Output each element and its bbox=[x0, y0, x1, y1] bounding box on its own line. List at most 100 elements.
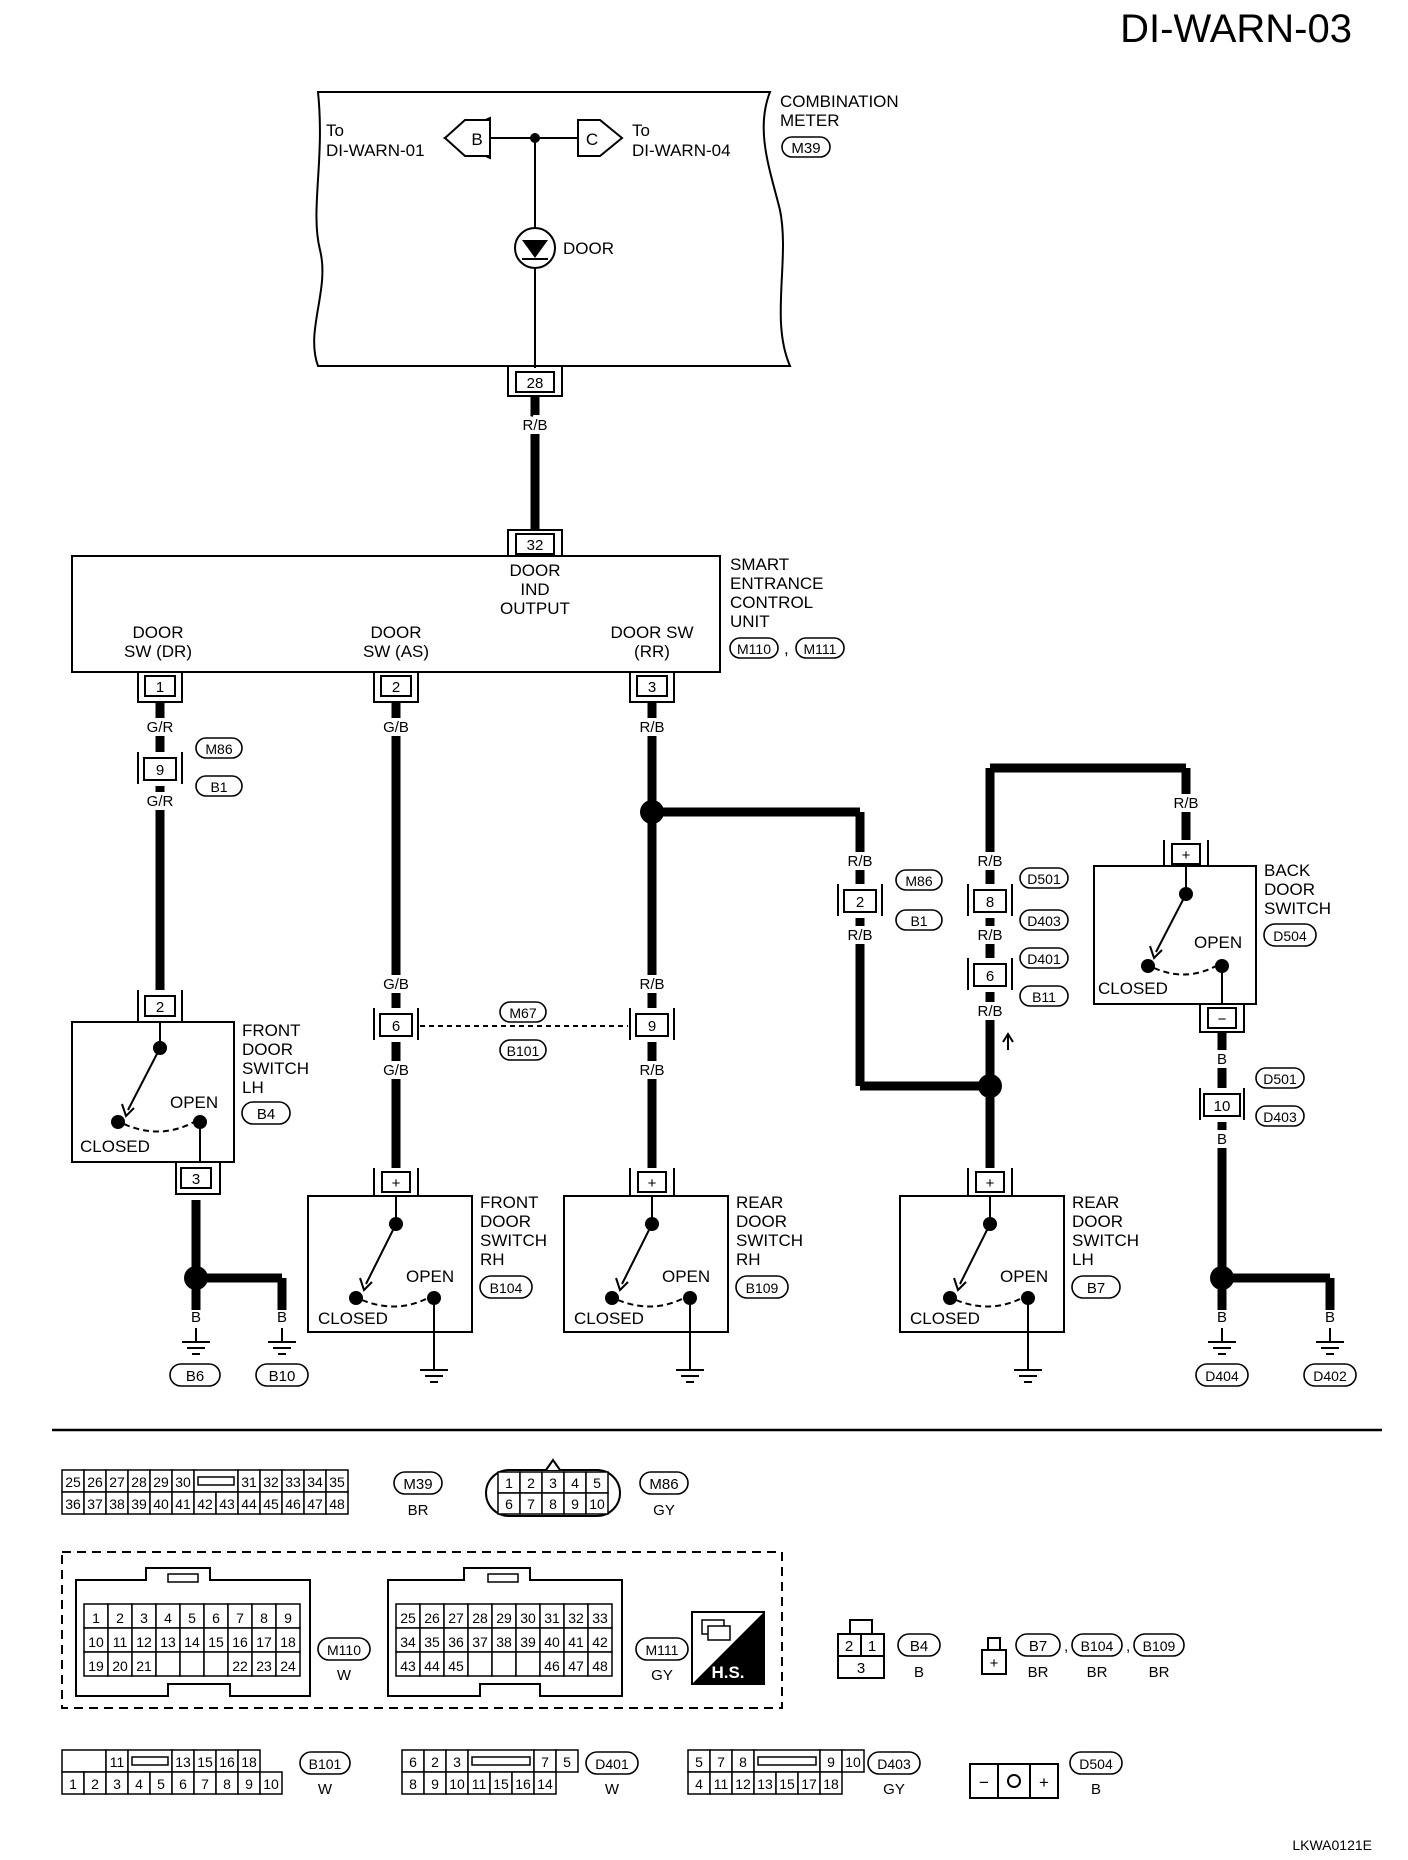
input-rr-pin: 3 bbox=[648, 679, 656, 696]
d504-pin: − bbox=[979, 1773, 989, 1792]
input-dr-label-2: SW (DR) bbox=[124, 642, 192, 661]
j3-pin: 8 bbox=[986, 894, 994, 911]
ground-d402: D402 bbox=[1313, 1368, 1347, 1384]
wire-as-upper: G/B bbox=[383, 719, 409, 736]
connector-pin: 10 bbox=[449, 1776, 465, 1792]
connector-pin: 9 bbox=[827, 1754, 835, 1770]
back-door-switch: + CLOSED OPEN − BACK DOOR SWITCH D504 bbox=[1093, 840, 1331, 1033]
connector-pin: 13 bbox=[160, 1634, 176, 1650]
connector-pin: 7 bbox=[236, 1610, 244, 1626]
b4-pin: 3 bbox=[857, 1660, 865, 1677]
connector-pin: 34 bbox=[400, 1634, 416, 1650]
connector-pin: 5 bbox=[695, 1754, 703, 1770]
b4-color: B bbox=[914, 1664, 924, 1681]
wire-lh-lower: R/B bbox=[847, 927, 872, 944]
front-rh-connector: B104 bbox=[490, 1280, 523, 1296]
d504-id: D504 bbox=[1079, 1756, 1113, 1772]
connector-pin: 29 bbox=[496, 1610, 512, 1626]
connector-pin: 4 bbox=[695, 1776, 703, 1792]
to-left-target: DI-WARN-01 bbox=[326, 141, 425, 160]
splice-dot bbox=[640, 800, 664, 824]
connector-pin: 1 bbox=[69, 1776, 77, 1792]
back-pin-top: + bbox=[1182, 847, 1191, 864]
j3-top: D501 bbox=[1027, 871, 1061, 887]
connector-pin: 25 bbox=[65, 1474, 81, 1490]
connector-pin: 36 bbox=[65, 1496, 81, 1512]
connector-pin: 41 bbox=[175, 1496, 191, 1512]
wire-back-ground: B bbox=[1217, 1131, 1227, 1148]
rear-lh-name-4: LH bbox=[1072, 1250, 1094, 1269]
connector-pin: 15 bbox=[493, 1776, 509, 1792]
connector-pin: 17 bbox=[256, 1634, 272, 1650]
connector-pin: 48 bbox=[329, 1496, 345, 1512]
svg-text:R/B: R/B bbox=[522, 417, 547, 434]
input-as-pin: 2 bbox=[392, 679, 400, 696]
unit-title-3: CONTROL bbox=[730, 593, 813, 612]
connector-pin: 42 bbox=[592, 1634, 608, 1650]
meter-connector: M39 bbox=[791, 140, 820, 157]
unit-output-pin: 32 bbox=[527, 537, 544, 554]
connector-pin: 5 bbox=[593, 1475, 601, 1491]
arrow-right-icon bbox=[577, 119, 624, 157]
connector-pin: 5 bbox=[188, 1610, 196, 1626]
connector-pin: 36 bbox=[448, 1634, 464, 1650]
ground-icon bbox=[676, 1369, 704, 1383]
b7-id: B7 bbox=[1029, 1638, 1047, 1655]
connector-pin: 13 bbox=[757, 1776, 773, 1792]
connector-pin: 38 bbox=[109, 1496, 125, 1512]
connector-pin: 11 bbox=[472, 1776, 487, 1792]
front-lh-name-1: FRONT bbox=[242, 1021, 301, 1040]
wire-as-mid-lower: G/B bbox=[383, 1062, 409, 1079]
wire-rr-mid-lower: R/B bbox=[639, 1062, 664, 1079]
input-dr-label-1: DOOR bbox=[133, 623, 184, 642]
connector-pin: 8 bbox=[409, 1776, 417, 1792]
connector-pin: 6 bbox=[505, 1496, 513, 1512]
m86-id: M86 bbox=[649, 1476, 678, 1493]
connector-pin: 18 bbox=[823, 1776, 839, 1792]
connector-pin: 8 bbox=[549, 1496, 557, 1512]
front-lh-open: OPEN bbox=[170, 1093, 218, 1112]
connector-pin: 12 bbox=[735, 1776, 751, 1792]
connector-pin: 40 bbox=[544, 1634, 560, 1650]
rear-rh-open: OPEN bbox=[662, 1267, 710, 1286]
connector-pin: 44 bbox=[424, 1658, 440, 1674]
joint-connectors: 9 M86 B1 2 M86 B1 8 D501 D403 6 D401 B11… bbox=[137, 737, 1305, 1127]
connector-pin: 3 bbox=[140, 1610, 148, 1626]
connector-pin: 44 bbox=[241, 1496, 257, 1512]
rear-lh-open: OPEN bbox=[1000, 1267, 1048, 1286]
connector-pin: 43 bbox=[219, 1496, 235, 1512]
back-connector: D504 bbox=[1273, 928, 1307, 944]
unit-connector-1: M110 bbox=[737, 641, 771, 657]
wire-d501-mid: R/B bbox=[977, 927, 1002, 944]
j1-bottom: B1 bbox=[210, 779, 227, 795]
b4-pin: 2 bbox=[845, 1638, 853, 1655]
connector-pin: 2 bbox=[91, 1776, 99, 1792]
m110-id: M110 bbox=[327, 1642, 361, 1658]
to-left-tag: B bbox=[471, 130, 482, 149]
connector-pin: 9 bbox=[571, 1496, 579, 1512]
b109-id: B109 bbox=[1143, 1638, 1176, 1654]
connector-pin: 28 bbox=[472, 1610, 488, 1626]
connector-pin: 9 bbox=[245, 1776, 253, 1792]
j1-top: M86 bbox=[205, 741, 232, 757]
ground-d404-wire: B bbox=[1217, 1309, 1227, 1326]
connector-pin: 32 bbox=[568, 1610, 584, 1626]
m111-id: M111 bbox=[646, 1642, 679, 1658]
combination-meter: COMBINATION METER M39 To DI-WARN-01 B C … bbox=[313, 91, 899, 368]
b7-sep: , bbox=[1064, 1638, 1068, 1655]
d401-id: D401 bbox=[595, 1756, 629, 1772]
grounds: B B B B B6 B10 D404 D402 bbox=[169, 1309, 1357, 1387]
connector-pin: 35 bbox=[424, 1634, 440, 1650]
wire-meter-unit: R/B bbox=[522, 417, 547, 434]
j6-top: M67 bbox=[509, 1005, 536, 1021]
connector-pin: 48 bbox=[592, 1658, 608, 1674]
connector-b7-group: + bbox=[981, 1637, 1007, 1675]
output-label-2: IND bbox=[520, 580, 549, 599]
connector-pin: 47 bbox=[307, 1496, 323, 1512]
rear-lh-connector: B7 bbox=[1087, 1280, 1105, 1297]
connector-pin: 22 bbox=[232, 1658, 248, 1674]
